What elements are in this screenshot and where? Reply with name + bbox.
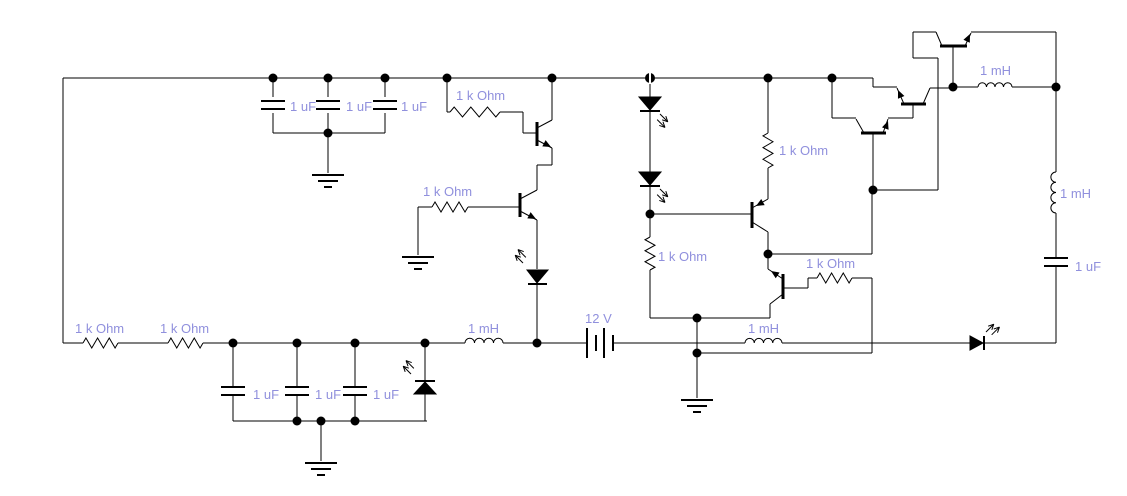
component-value-label: 1 mH [1060, 186, 1091, 201]
capacitor[interactable] [261, 100, 285, 110]
junction-dot [228, 338, 238, 348]
ground-symbol[interactable] [312, 174, 344, 188]
junction-dots [228, 73, 1061, 426]
capacitor[interactable] [343, 386, 367, 396]
component-value-label: 1 k Ohm [658, 249, 707, 264]
capacitor[interactable] [316, 100, 340, 110]
led[interactable] [969, 323, 1000, 351]
component-value-label: 1 uF [346, 99, 372, 114]
led-light-arrows-icon [985, 323, 1000, 336]
component-value-label: 1 k Ohm [779, 143, 828, 158]
junction-dot [1051, 82, 1061, 92]
junction-dot [948, 82, 958, 92]
ground-symbol[interactable] [681, 399, 713, 413]
junction-dot [532, 338, 542, 348]
junction-dot [316, 416, 326, 426]
value-labels: 1 uF 1 uF 1 uF 1 k Ohm 1 k Ohm 1 k Ohm 1 k Ohm… [75, 63, 1101, 402]
junction-dot [547, 73, 557, 83]
transistor[interactable] [750, 198, 769, 233]
component-value-label: 1 k Ohm [456, 88, 505, 103]
junction-dot [292, 338, 302, 348]
component-value-label: 1 uF [1075, 259, 1101, 274]
junction-dot [827, 73, 837, 83]
component-value-label: 1 uF [315, 387, 341, 402]
component-value-label: 1 uF [290, 99, 316, 114]
component-value-label: 1 uF [373, 387, 399, 402]
junction-dot [442, 73, 452, 83]
transistor[interactable] [535, 119, 553, 149]
led-light-arrows-icon [402, 360, 415, 375]
junction-dot [645, 209, 655, 219]
capacitor[interactable] [285, 386, 309, 396]
led-light-arrows-icon [514, 249, 527, 264]
resistor[interactable] [762, 132, 774, 169]
junction-dot-split [645, 72, 655, 84]
inductor[interactable] [977, 82, 1013, 88]
component-value-label: 1 k Ohm [806, 256, 855, 271]
junction-dot [692, 348, 702, 358]
junction-dot [692, 313, 702, 323]
led-light-arrows-icon [656, 188, 669, 203]
resistor[interactable] [643, 236, 657, 271]
led[interactable] [637, 96, 669, 128]
component-value-label: 1 mH [468, 321, 499, 336]
led-light-arrows-icon [656, 113, 669, 128]
led[interactable] [637, 171, 669, 203]
resistor[interactable] [816, 272, 853, 284]
resistor[interactable] [449, 106, 501, 118]
ground-symbol[interactable] [402, 256, 434, 270]
battery[interactable] [586, 328, 614, 358]
wires[interactable] [62, 31, 1057, 461]
led[interactable] [402, 360, 438, 395]
ground-symbol[interactable] [305, 462, 337, 476]
transistor[interactable] [935, 31, 972, 48]
junction-dot [763, 73, 773, 83]
junction-dot [350, 338, 360, 348]
inductor[interactable] [464, 337, 504, 344]
junction-dot [763, 249, 773, 259]
junction-dot [292, 416, 302, 426]
component-value-label: 1 k Ohm [75, 321, 124, 336]
capacitor[interactable] [373, 100, 397, 110]
junction-dot [380, 73, 390, 83]
junction-dot [268, 73, 278, 83]
transistor[interactable] [518, 189, 538, 221]
junction-dot [350, 416, 360, 426]
transistor[interactable] [855, 118, 889, 135]
component-value-label: 1 mH [980, 63, 1011, 78]
resistor[interactable] [167, 337, 204, 349]
led[interactable] [514, 249, 550, 285]
junction-dot [323, 73, 333, 83]
junction-dot [323, 128, 333, 138]
capacitor[interactable] [1044, 257, 1068, 267]
junction-dot [420, 338, 430, 348]
capacitor[interactable] [221, 386, 245, 396]
component-value-label: 1 k Ohm [160, 321, 209, 336]
component-value-label: 1 mH [748, 321, 779, 336]
component-value-label: 1 uF [253, 387, 279, 402]
component-value-label: 1 k Ohm [423, 184, 472, 199]
junction-dot [868, 185, 878, 195]
resistor[interactable] [431, 201, 469, 213]
inductor[interactable] [744, 337, 783, 344]
inductor[interactable] [1050, 171, 1057, 214]
transistor[interactable] [767, 268, 785, 305]
transistor[interactable] [896, 87, 931, 106]
resistor[interactable] [82, 337, 119, 349]
component-value-label: 12 V [585, 311, 612, 326]
component-value-label: 1 uF [401, 99, 427, 114]
